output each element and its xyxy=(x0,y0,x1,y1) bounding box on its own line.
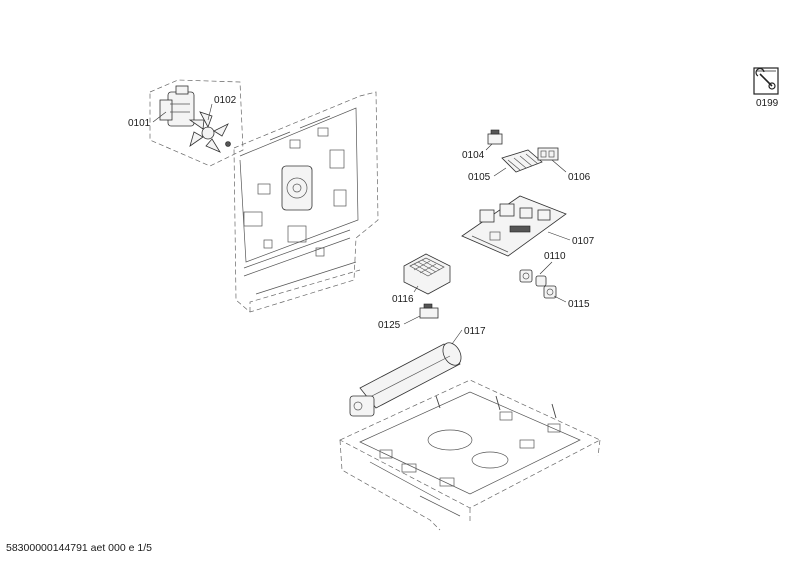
label-0102: 0102 xyxy=(214,95,237,106)
document-id: 58300000144791 aet 000 e 1/5 xyxy=(6,542,152,554)
label-0199: 0199 xyxy=(756,98,779,109)
part-0106 xyxy=(537,147,567,173)
label-0106: 0106 xyxy=(568,172,591,183)
fan-wheel xyxy=(188,111,229,153)
part-0125 xyxy=(403,303,439,325)
part-0104 xyxy=(485,129,503,151)
part-0117 xyxy=(349,329,463,417)
label-0117: 0117 xyxy=(464,326,486,337)
label-0105: 0105 xyxy=(468,172,491,183)
tool-manual-icon xyxy=(753,67,779,95)
part-0107 xyxy=(461,195,571,257)
label-0101: 0101 xyxy=(128,118,151,129)
part-0110 xyxy=(519,261,553,287)
label-0104: 0104 xyxy=(462,150,485,161)
part-0116 xyxy=(403,253,451,295)
part-0105 xyxy=(493,149,543,177)
fan-motor-group xyxy=(149,79,244,167)
rear-panel xyxy=(233,91,379,313)
label-0107: 0107 xyxy=(572,236,595,247)
label-0125: 0125 xyxy=(378,320,401,331)
base-frame xyxy=(339,379,601,531)
part-0115 xyxy=(543,285,567,303)
label-0110: 0110 xyxy=(544,251,566,262)
label-0115: 0115 xyxy=(568,299,590,310)
label-0116: 0116 xyxy=(392,294,414,305)
